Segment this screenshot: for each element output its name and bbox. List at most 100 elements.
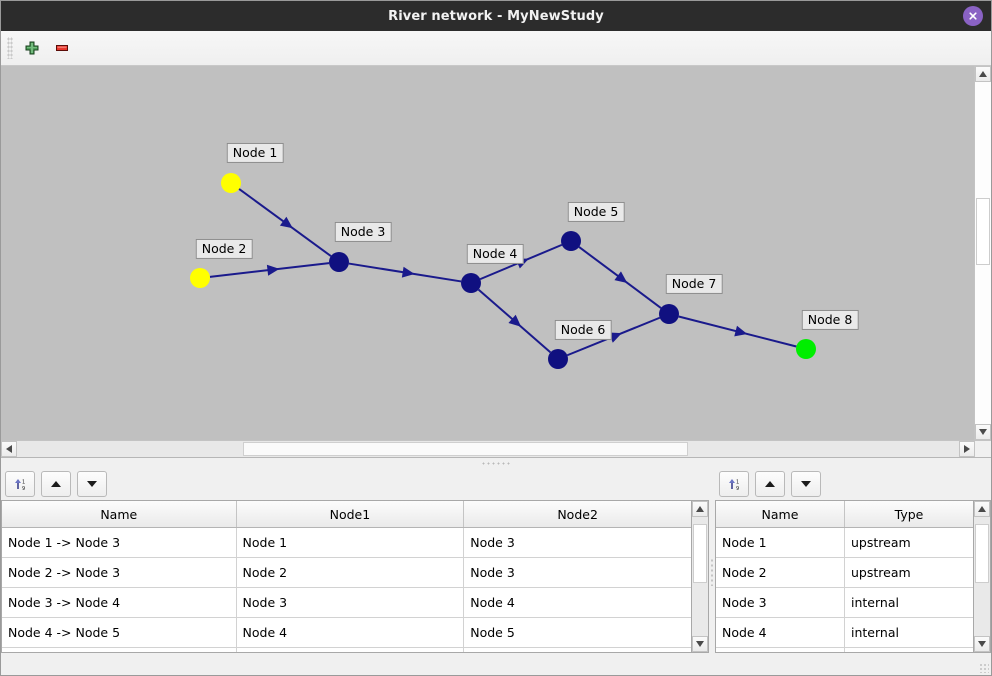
table-cell[interactable]: internal	[844, 617, 973, 648]
table-cell[interactable]: Node 4	[463, 587, 691, 618]
table-cell[interactable]: Node 3	[463, 527, 691, 558]
scroll-down-button[interactable]	[975, 424, 991, 440]
table-cell[interactable]: Node 1 -> Node 3	[2, 527, 237, 558]
table-cell[interactable]: Node 2	[236, 557, 465, 588]
nodes-move-down-button[interactable]	[791, 471, 821, 497]
graph-vscroll-track[interactable]	[975, 82, 991, 424]
table-cell[interactable]: Node 2 -> Node 3	[2, 557, 237, 588]
column-header[interactable]: Node1	[236, 501, 465, 528]
edge-arrowhead	[734, 325, 748, 337]
graph-node[interactable]	[561, 231, 581, 251]
resize-grip[interactable]	[979, 663, 989, 673]
branches-sort-button[interactable]: 1 9	[5, 471, 35, 497]
graph-hscroll-thumb[interactable]	[243, 442, 688, 456]
add-node-button[interactable]	[17, 34, 47, 62]
network-diagram-canvas[interactable]: Node 1 Node 2 Node 3 Node 4 Node 5 Node 6 Node…	[1, 66, 974, 440]
graph-node-label[interactable]: Node 5	[567, 201, 625, 223]
graph-vscroll-thumb[interactable]	[976, 198, 990, 266]
column-header[interactable]: Name	[2, 501, 237, 528]
arrow-down-icon	[801, 481, 811, 487]
graph-node[interactable]	[221, 173, 241, 193]
table-cell[interactable]: upstream	[844, 527, 973, 558]
edges-layer	[209, 188, 797, 357]
edge-arrowhead	[279, 216, 293, 229]
caret-up-icon	[696, 506, 704, 512]
toolbar-drag-handle[interactable]	[7, 37, 13, 59]
minus-icon	[56, 45, 68, 51]
graph-node[interactable]	[190, 268, 210, 288]
nodes-scroll-down-button[interactable]	[974, 636, 990, 652]
nodes-sort-button[interactable]: 1 9	[719, 471, 749, 497]
table-cell[interactable]: Node 3	[236, 587, 465, 618]
scroll-right-button[interactable]	[959, 441, 975, 457]
scroll-up-button[interactable]	[975, 66, 991, 82]
table-cell[interactable]: Node 5	[463, 617, 691, 648]
graph-node-label[interactable]: Node 6	[554, 319, 612, 341]
caret-up-icon	[978, 506, 986, 512]
branches-move-up-button[interactable]	[41, 471, 71, 497]
table-cell[interactable]: Node 2	[716, 557, 845, 588]
branches-vscroll-thumb[interactable]	[693, 524, 707, 584]
table-cell[interactable]: Node 3	[463, 557, 691, 588]
table-cell[interactable]: Node 1	[236, 527, 465, 558]
graph-node-label[interactable]: Node 3	[334, 221, 392, 243]
graph-hscroll-track[interactable]	[17, 441, 959, 457]
branches-scroll-up-button[interactable]	[692, 501, 708, 517]
graph-node[interactable]	[461, 273, 481, 293]
column-header[interactable]: Type	[844, 501, 973, 528]
table-cell[interactable]: upstream	[844, 557, 973, 588]
graph-node[interactable]	[548, 349, 568, 369]
nodes-vscroll-track[interactable]	[974, 517, 990, 636]
table-cell-empty	[2, 647, 237, 652]
graph-vertical-scrollbar[interactable]	[974, 66, 991, 440]
table-cell[interactable]: Node 4 -> Node 5	[2, 617, 237, 648]
graph-node-label[interactable]: Node 2	[195, 238, 253, 260]
scroll-left-button[interactable]	[1, 441, 17, 457]
horizontal-splitter[interactable]	[1, 457, 991, 468]
close-window-button[interactable]	[963, 6, 983, 26]
branches-vscroll-track[interactable]	[692, 517, 708, 636]
table-cell[interactable]: internal	[844, 587, 973, 618]
graph-horizontal-scrollbar[interactable]	[1, 440, 991, 457]
table-cell[interactable]: Node 4	[236, 617, 465, 648]
column-header[interactable]: Node2	[463, 501, 691, 528]
nodes-vscroll-thumb[interactable]	[975, 524, 989, 584]
graph-node[interactable]	[329, 252, 349, 272]
graph-node-label[interactable]: Node 1	[226, 142, 284, 164]
table-cell[interactable]: Node 3	[716, 587, 845, 618]
graph-node-label[interactable]: Node 4	[466, 243, 524, 265]
nodes-vertical-scrollbar[interactable]	[974, 500, 991, 653]
table-cell[interactable]: Node 4	[716, 617, 845, 648]
branches-scroll-down-button[interactable]	[692, 636, 708, 652]
table-cell[interactable]: Node 3 -> Node 4	[2, 587, 237, 618]
edge-arrowhead	[266, 264, 280, 276]
graph-node[interactable]	[796, 339, 816, 359]
branches-vertical-scrollbar[interactable]	[692, 500, 709, 653]
graph-node-label[interactable]: Node 8	[801, 309, 859, 331]
column-header[interactable]: Name	[716, 501, 845, 528]
table-cell[interactable]: Node 1	[716, 527, 845, 558]
branches-move-down-button[interactable]	[77, 471, 107, 497]
scrollbar-corner	[975, 441, 991, 457]
nodes-toolbar: 1 9	[715, 468, 991, 500]
graph-node[interactable]	[659, 304, 679, 324]
nodes-move-up-button[interactable]	[755, 471, 785, 497]
vertical-splitter[interactable]	[709, 468, 715, 675]
nodes-scroll-up-button[interactable]	[974, 501, 990, 517]
remove-node-button[interactable]	[47, 34, 77, 62]
graph-node-label[interactable]: Node 7	[665, 273, 723, 295]
